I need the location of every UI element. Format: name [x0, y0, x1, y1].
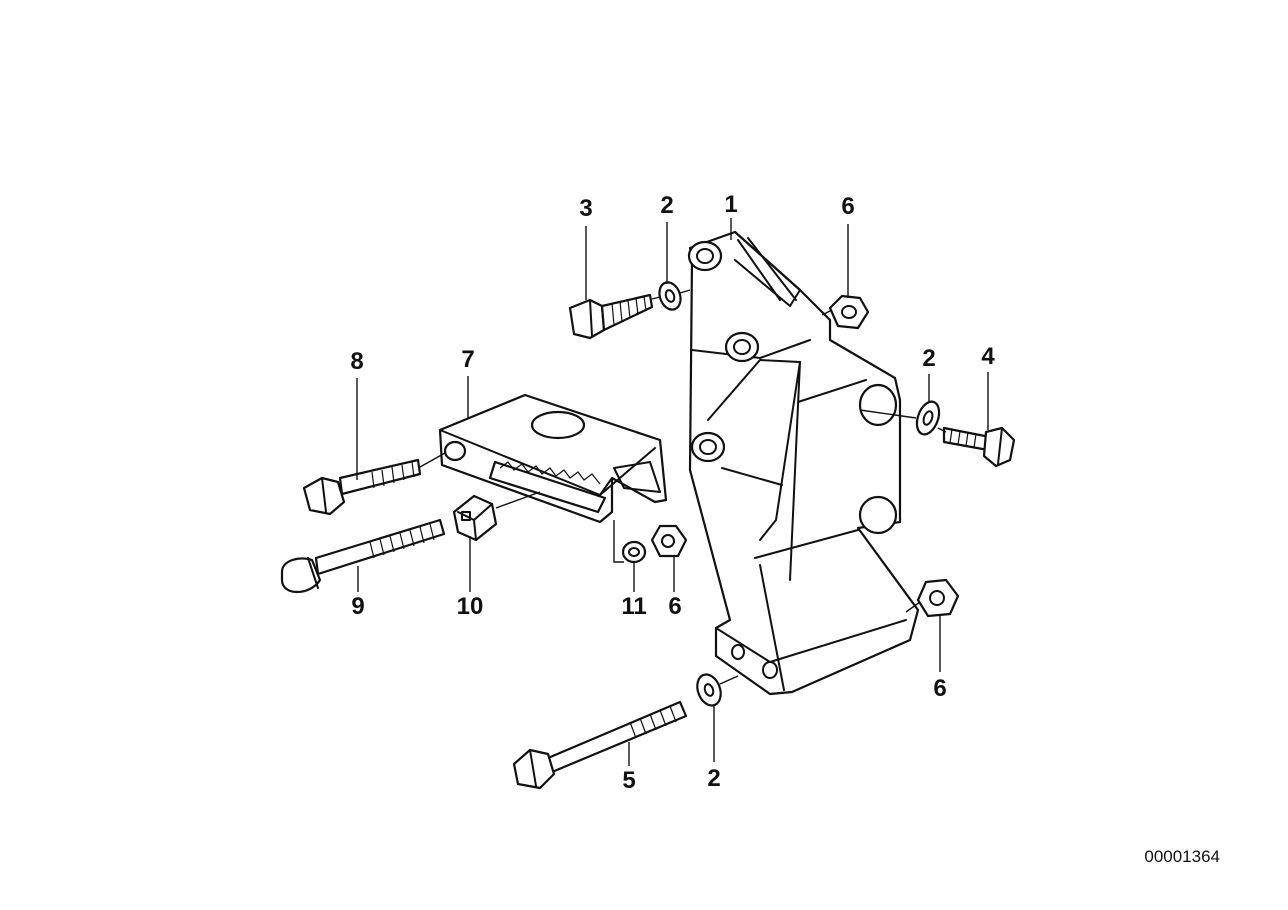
bolt-part-9 — [280, 518, 446, 594]
callout-8: 8 — [350, 348, 363, 375]
nut-part-6b — [650, 524, 688, 558]
callout-3: 3 — [579, 195, 592, 222]
callout-6-top: 6 — [841, 193, 854, 220]
callout-5: 5 — [622, 767, 635, 794]
washer-part-2a — [658, 281, 682, 311]
washer-part-2c — [696, 673, 722, 707]
callout-4: 4 — [981, 343, 995, 370]
callout-9: 9 — [351, 593, 364, 620]
callout-6-mid: 6 — [668, 593, 681, 620]
washer-part-11 — [621, 540, 647, 564]
bolt-part-8 — [302, 458, 422, 516]
bolt-part-4 — [942, 426, 1016, 468]
washer-part-2b — [915, 400, 941, 436]
nut-part-6a — [828, 294, 870, 330]
adjusting-bracket-part-7 — [438, 393, 668, 524]
callout-7: 7 — [461, 346, 474, 373]
callout-1: 1 — [724, 191, 737, 218]
leader-lines — [356, 218, 989, 766]
callout-2-bottom: 2 — [707, 765, 720, 792]
bolt-part-5 — [512, 700, 688, 790]
callout-6-bottom: 6 — [933, 675, 946, 702]
callout-2-right: 2 — [922, 345, 935, 372]
callout-10: 10 — [457, 593, 484, 620]
square-nut-part-10 — [452, 494, 498, 542]
callout-11: 11 — [621, 593, 646, 620]
nut-part-6c — [916, 578, 960, 618]
main-bracket-part-1 — [687, 230, 920, 696]
document-number: 00001364 — [1144, 847, 1220, 866]
callout-2-top: 2 — [660, 192, 673, 219]
bolt-part-3 — [568, 293, 654, 340]
